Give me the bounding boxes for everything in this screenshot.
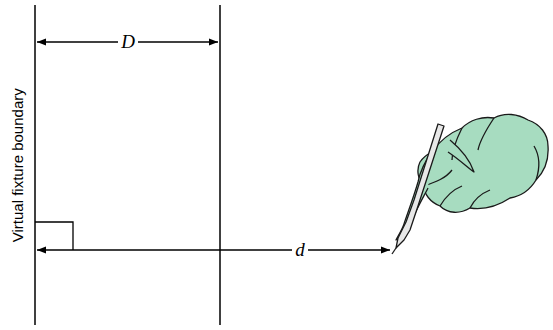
distance-label: d — [292, 240, 308, 261]
distance-arrow — [37, 249, 390, 250]
gloved-hand — [392, 114, 548, 254]
boundary-label: Virtual fixture boundary — [10, 88, 27, 242]
threshold-line — [219, 5, 221, 325]
boundary-line — [34, 5, 36, 325]
right-angle-mark — [35, 222, 73, 250]
dimension-label: D — [118, 32, 138, 53]
